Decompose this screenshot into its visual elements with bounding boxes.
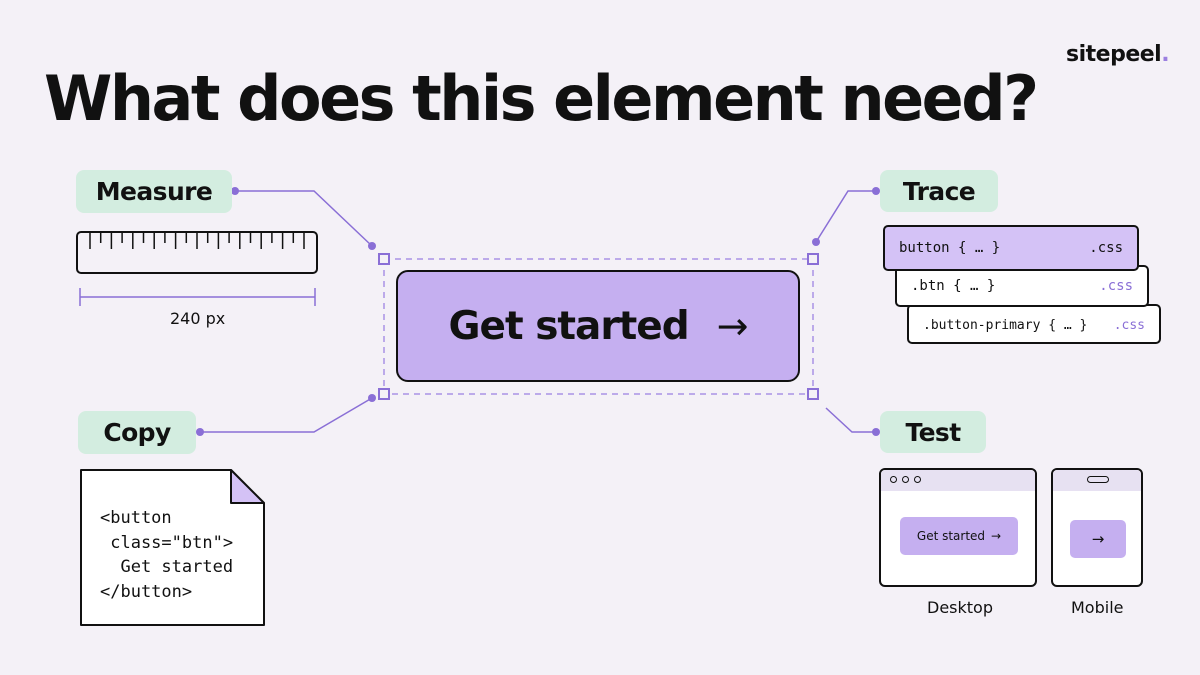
code-snippet: <button class="btn"> Get started </butto… (100, 508, 234, 602)
mobile-arrow-button[interactable]: → (1070, 520, 1126, 558)
css-selector: .btn { … } (911, 278, 996, 294)
css-extension: .css (1099, 278, 1133, 294)
css-selector: button { … } (899, 240, 1001, 256)
phone-speaker-icon (1087, 476, 1109, 483)
code-document-icon (80, 469, 265, 626)
resize-handle-bottom-left[interactable] (378, 388, 390, 400)
arrow-right-icon: → (991, 529, 1002, 543)
button-label: Get started (916, 529, 986, 543)
get-started-button[interactable]: Get started → (396, 270, 800, 382)
brand-logo: sitepeel. (1066, 42, 1170, 67)
window-dot-icon (902, 476, 909, 483)
window-dot-icon (890, 476, 897, 483)
resize-handle-top-left[interactable] (378, 253, 390, 265)
label-copy: Copy (78, 411, 196, 454)
desktop-preview: Get started → (879, 468, 1037, 587)
mobile-label: Mobile (1071, 598, 1124, 617)
label-measure: Measure (76, 170, 232, 213)
label-trace: Trace (880, 170, 998, 212)
desktop-label: Desktop (927, 598, 993, 617)
phone-bar (1053, 470, 1141, 491)
button-label: Get started (448, 303, 690, 349)
page-title: What does this element need? (44, 62, 1039, 135)
resize-handle-top-right[interactable] (807, 253, 819, 265)
css-rule-card-1[interactable]: button { … } .css (883, 225, 1139, 271)
ruler-icon (76, 231, 318, 274)
arrow-right-icon: → (1091, 530, 1105, 548)
desktop-get-started-button[interactable]: Get started → (900, 517, 1018, 555)
css-rule-card-2[interactable]: .btn { … } .css (895, 265, 1149, 307)
label-test: Test (880, 411, 986, 453)
resize-handle-bottom-right[interactable] (807, 388, 819, 400)
window-dot-icon (914, 476, 921, 483)
browser-bar (881, 470, 1035, 491)
ruler-ticks (89, 233, 305, 249)
css-selector: .button-primary { … } (923, 317, 1088, 333)
arrow-right-icon: → (716, 304, 749, 348)
mobile-preview: → (1051, 468, 1143, 587)
measure-width-label: 240 px (170, 309, 226, 328)
css-rule-card-3[interactable]: .button-primary { … } .css (907, 304, 1161, 344)
css-extension: .css (1089, 240, 1123, 256)
css-extension: .css (1113, 317, 1145, 333)
